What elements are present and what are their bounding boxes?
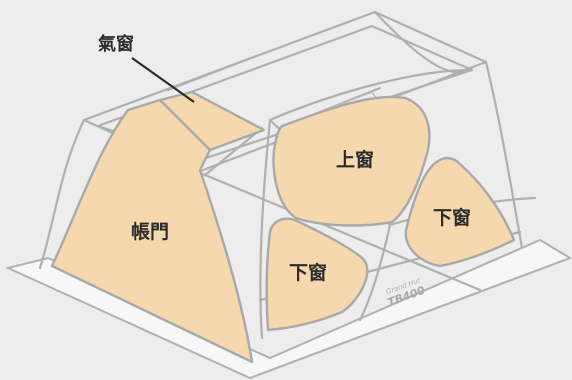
- lower-window-side-label: 下窗: [433, 206, 471, 229]
- upper-window-label: 上窗: [336, 148, 374, 171]
- door-label: 帳門: [131, 220, 169, 243]
- lower-window-front-label: 下窗: [289, 261, 327, 284]
- vent-label: 氣窗: [98, 33, 134, 55]
- vent-callout-line: [131, 57, 195, 103]
- upper-window-panel: [272, 95, 431, 227]
- lower-window-front-panel: [265, 217, 369, 332]
- ground-sheet: [4, 238, 572, 380]
- lower-window-side-panel: [404, 156, 516, 268]
- door-panel: [50, 98, 254, 364]
